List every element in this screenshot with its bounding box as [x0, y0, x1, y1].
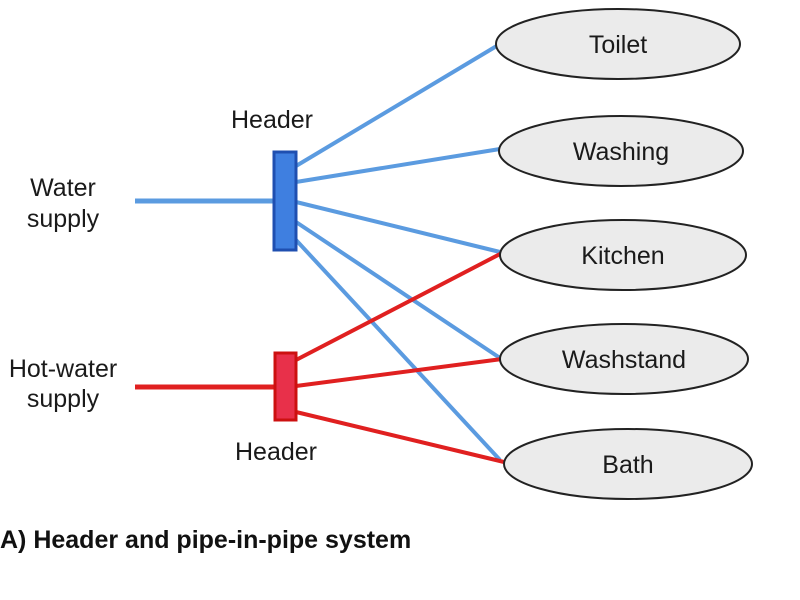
fixture-bath-shape — [503, 428, 753, 500]
fixture-kitchen-shape — [499, 219, 747, 291]
fixture-kitchen: Kitchen — [499, 219, 747, 291]
water-supply-label-line1: Water — [30, 174, 96, 202]
water-supply-label-line2: supply — [27, 205, 100, 233]
cold-water-pipes — [135, 42, 502, 462]
cold-water-header — [272, 150, 298, 252]
cold-pipe-kitchen — [295, 200, 501, 254]
hot-water-supply-label-line2: supply — [27, 385, 100, 413]
hot-water-supply-label-line1: Hot-water — [9, 355, 117, 383]
hot-pipe-washstand — [295, 357, 503, 388]
fixture-washing: Washing — [498, 115, 744, 187]
cold-pipe-toilet — [294, 42, 502, 168]
cold-pipe-bath — [294, 238, 502, 462]
fixture-kitchen-label: Kitchen — [581, 242, 664, 270]
hot-pipe-kitchen — [295, 251, 503, 362]
hot-water-pipes — [135, 251, 505, 464]
hot-pipe-bath — [295, 410, 505, 464]
fixture-washstand-label: Washstand — [562, 346, 686, 374]
fixture-washing-shape — [498, 115, 744, 187]
fixture-washstand: Washstand — [499, 323, 749, 395]
fixture-toilet: Toilet — [495, 8, 741, 80]
diagram-caption: A) Header and pipe-in-pipe system — [0, 526, 411, 554]
hot-water-header — [273, 351, 298, 422]
fixture-washstand-shape — [499, 323, 749, 395]
cold-header-label: Header — [231, 106, 313, 134]
hot-header-label: Header — [235, 438, 317, 466]
fixture-bath: Bath — [503, 428, 753, 500]
fixture-toilet-label: Toilet — [589, 31, 647, 59]
cold-pipe-washstand — [294, 220, 502, 360]
fixture-bath-label: Bath — [602, 451, 653, 479]
fixture-toilet-shape — [495, 8, 741, 80]
cold-pipe-washing — [295, 147, 501, 184]
fixture-washing-label: Washing — [573, 138, 669, 166]
